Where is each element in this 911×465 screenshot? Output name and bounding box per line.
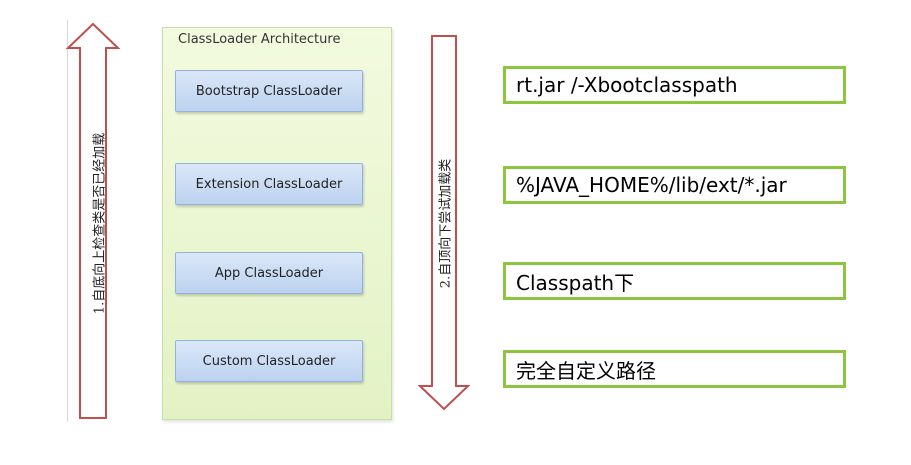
extension-classloader-box: Extension ClassLoader — [175, 163, 363, 205]
up-arrow-label: 1.自底向上检查类是否已经加载 — [92, 132, 108, 315]
custom-path-box: 完全自定义路径 — [503, 350, 846, 388]
down-arrow-label: 2.自顶向下尝试加载类 — [438, 158, 454, 289]
extension-path-box: %JAVA_HOME%/lib/ext/*.jar — [503, 166, 846, 204]
app-path-box: Classpath下 — [503, 262, 846, 300]
down-arrow — [418, 35, 471, 411]
custom-classloader-box: Custom ClassLoader — [175, 340, 363, 382]
up-arrow — [65, 22, 121, 419]
left-guide-line — [67, 20, 68, 422]
architecture-title: ClassLoader Architecture — [178, 32, 341, 47]
app-classloader-box: App ClassLoader — [175, 252, 363, 294]
classloader-architecture-panel: ClassLoader Architecture Bootstrap Class… — [162, 27, 392, 420]
bootstrap-path-box: rt.jar /-Xbootclasspath — [503, 66, 846, 104]
bootstrap-classloader-box: Bootstrap ClassLoader — [175, 70, 363, 112]
